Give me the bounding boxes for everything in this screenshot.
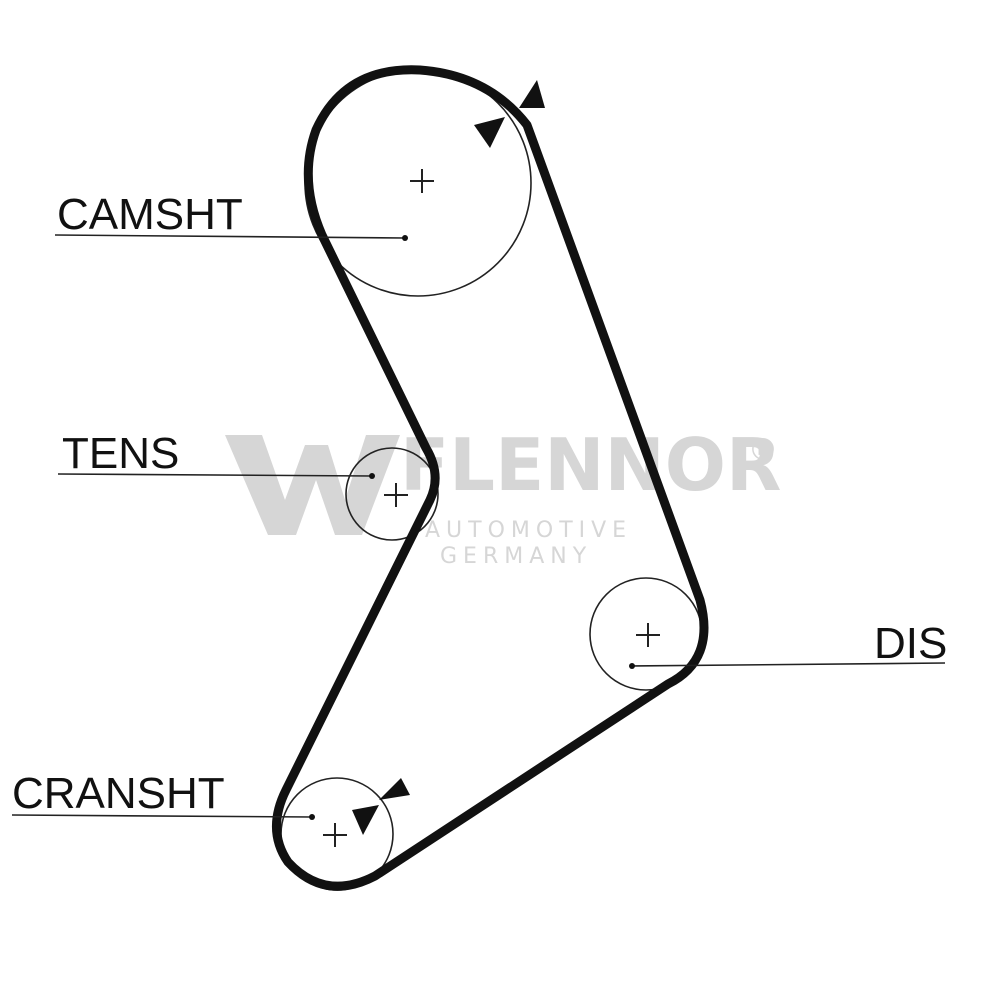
watermark-w-mark	[225, 435, 400, 535]
camshaft-leader-line	[54, 234, 408, 241]
watermark-line1: AUTOMOTIVE	[425, 518, 632, 543]
crankshaft-timing-arrow-inner	[352, 805, 379, 835]
crankshaft-center-mark	[323, 823, 347, 847]
tensioner-pulley	[345, 447, 439, 541]
camshaft-center-mark	[410, 169, 434, 193]
distributor-center-mark	[636, 623, 660, 647]
distributor-label: DIS	[874, 619, 947, 668]
watermark-logo: FLENNOR ® AUTOMOTIVE GERMANY	[225, 423, 781, 569]
watermark-brand: FLENNOR	[400, 423, 781, 507]
crankshaft-timing-arrow-outer	[379, 778, 410, 800]
camshaft-label: CAMSHT	[57, 190, 243, 239]
watermark-registered-mark: ®	[748, 433, 778, 468]
crankshaft-label: CRANSHT	[12, 769, 225, 818]
crankshaft-leader-line	[11, 814, 315, 820]
tensioner-label: TENS	[62, 429, 179, 478]
tensioner-center-mark	[384, 483, 408, 507]
distributor-leader-line	[629, 662, 946, 669]
camshaft-timing-arrow-outer	[519, 80, 545, 108]
camshaft-timing-arrow-inner	[474, 117, 505, 148]
watermark-line2: GERMANY	[440, 544, 592, 569]
tensioner-leader-line	[57, 473, 375, 479]
timing-belt	[272, 65, 709, 891]
